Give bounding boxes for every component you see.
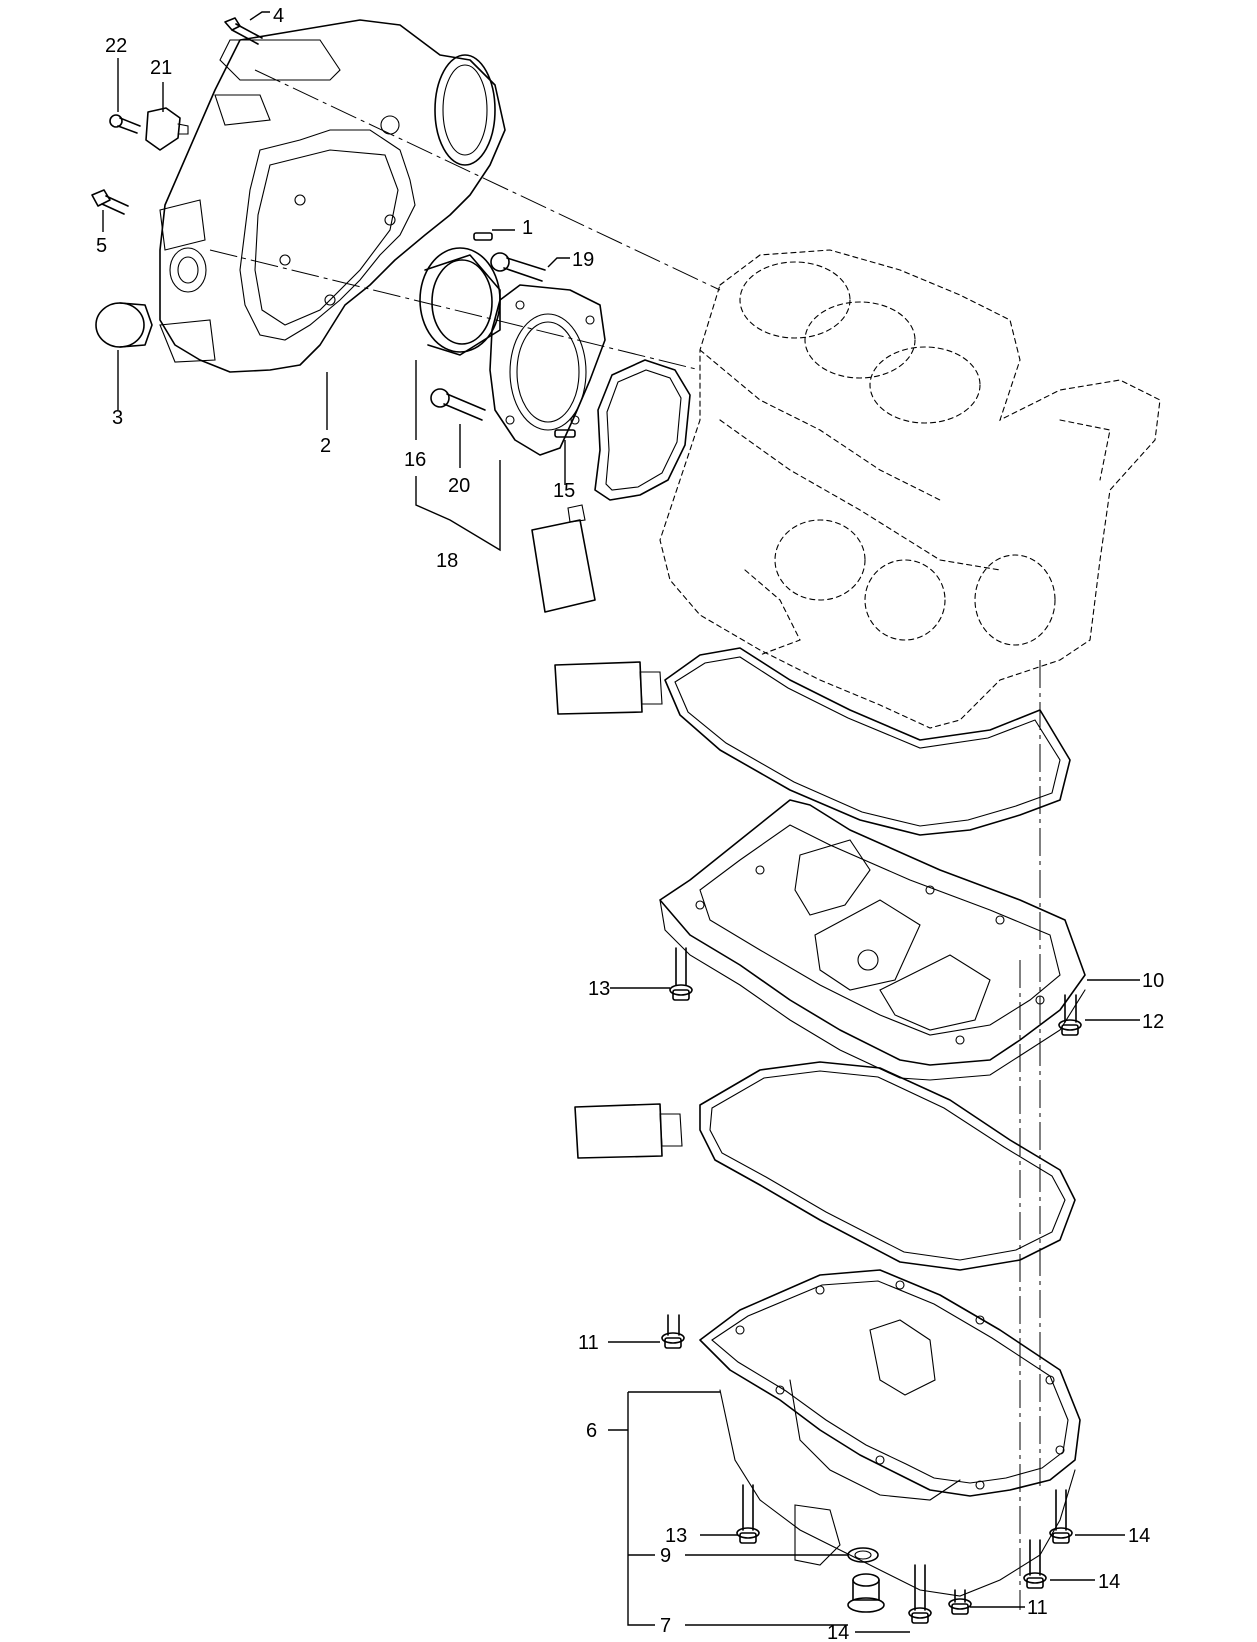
oil-pan-upper-gasket [664, 647, 1071, 836]
callout-18: 16 [404, 449, 426, 471]
callout-11-lower: 11 [1027, 1597, 1048, 1619]
bolt-19 [490, 252, 546, 282]
drain-plug-7 [847, 1573, 885, 1613]
bolt-22 [109, 114, 141, 134]
callout-21: 21 [150, 57, 172, 79]
leader-lines [102, 11, 1140, 1633]
callout-7: 7 [660, 1615, 671, 1637]
callout-14-bottom: 14 [827, 1622, 849, 1642]
callout-5: 5 [96, 235, 107, 257]
oil-seal [419, 247, 501, 356]
callout-1: 1 [522, 217, 533, 239]
sealant-tube-middle [554, 661, 663, 715]
alignment-lines [209, 69, 1041, 1610]
bolt-4 [224, 17, 263, 45]
callout-10: 10 [1142, 970, 1164, 992]
dowel-pin-1 [473, 232, 493, 241]
callout-22: 22 [105, 35, 127, 57]
callout-11-upper: 11 [578, 1332, 599, 1354]
bolt-11-lower [948, 1589, 972, 1615]
callout-3: 3 [112, 407, 123, 429]
callout-16: 18 [436, 550, 458, 572]
callout-9: 9 [660, 1545, 671, 1567]
callout-2: 2 [320, 435, 331, 457]
bolt-14-bottom [908, 1564, 932, 1624]
bolt-14-right [1049, 1489, 1073, 1544]
bolt-12 [1058, 994, 1082, 1036]
housing-gasket [594, 359, 691, 501]
callout-4: 4 [273, 5, 284, 27]
bolt-11-upper [661, 1314, 685, 1349]
bolt-5 [91, 189, 129, 215]
bolt-13-upper [669, 947, 693, 1001]
bolt-13-lower [736, 1484, 760, 1544]
flywheel-housing [159, 19, 506, 373]
sealant-tube-upper [531, 504, 596, 613]
oil-pan-lower-gasket [699, 1061, 1076, 1271]
bolt-14-middle [1023, 1539, 1047, 1589]
plug-3 [95, 302, 153, 348]
callout-19: 19 [572, 249, 594, 271]
callout-13-lower: 13 [665, 1525, 687, 1547]
callout-6: 6 [586, 1420, 597, 1442]
bolt-20 [430, 388, 486, 421]
callout-20: 20 [448, 475, 470, 497]
seal-retainer-plate [489, 284, 606, 456]
callout-14-middle: 14 [1098, 1571, 1120, 1593]
sensor-21 [145, 107, 189, 151]
callout-14-right: 14 [1128, 1525, 1150, 1547]
callout-12: 12 [1142, 1011, 1164, 1033]
callout-15: 15 [553, 480, 575, 502]
engine-block-reference [659, 249, 1161, 729]
sealant-tube-lower [574, 1103, 683, 1159]
oil-pan [699, 1269, 1081, 1597]
oil-pan-frame [659, 799, 1086, 1081]
callout-13-upper: 13 [588, 978, 610, 1000]
washer-9 [847, 1547, 879, 1563]
